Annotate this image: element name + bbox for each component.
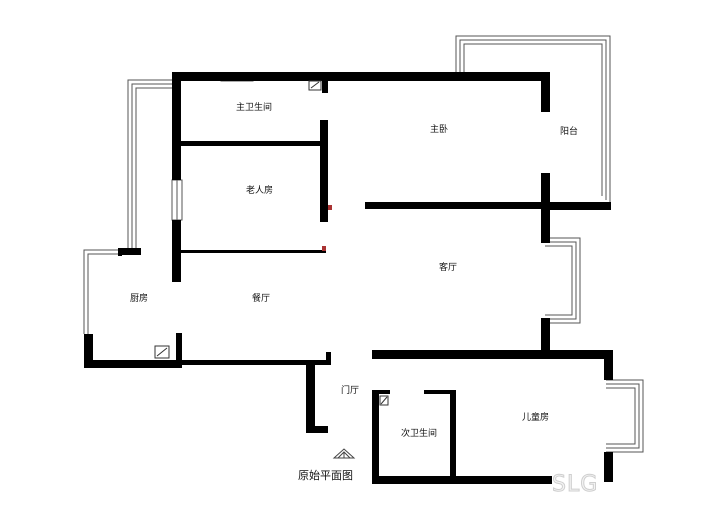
kitchen-window-bay — [83, 79, 172, 334]
label-master-bath: 主卫生间 — [236, 101, 272, 113]
room-labels: 主卫生间 主卧 阳台 老人房 客厅 厨房 餐厅 门厅 次卫生间 儿童房 — [130, 101, 578, 439]
plan-caption: 原始平面图 — [298, 448, 356, 482]
label-dining-room: 餐厅 — [252, 292, 270, 304]
wall-kitchen-left — [84, 334, 93, 368]
wall-bottom — [372, 476, 552, 484]
living-bay-window — [545, 237, 581, 324]
wall-elder-bottom — [181, 250, 326, 253]
walls — [84, 72, 613, 484]
wall-left-mid — [172, 220, 181, 282]
wall-kitchen-right — [176, 333, 182, 368]
plan-title: 原始平面图 — [298, 468, 353, 482]
wall-second-bath-top-right — [424, 390, 456, 394]
wall-balcony-bottom — [545, 202, 611, 210]
wall-second-bath-left — [372, 390, 379, 482]
label-elder-room: 老人房 — [246, 184, 273, 196]
label-foyer: 门厅 — [341, 384, 359, 396]
wall-foyer-bottom — [306, 426, 328, 433]
entrance-arrow-icon — [332, 448, 356, 459]
wall-right-upper — [541, 72, 550, 112]
thin-outlines — [83, 35, 644, 453]
wall-living-right-lower — [541, 318, 550, 358]
wall-master-bedroom-bottom — [365, 202, 550, 209]
wall-foyer-left — [306, 365, 315, 433]
marker-dot — [322, 246, 326, 251]
watermark: SLG — [552, 472, 598, 497]
balcony-railing — [455, 35, 611, 207]
fixtures — [154, 80, 389, 406]
wall-dining-stub — [326, 352, 331, 365]
wall-kids-top — [372, 350, 612, 359]
floor-drain-master-bath — [308, 80, 322, 91]
floor-drain-kitchen — [154, 345, 170, 359]
wall-second-bath-top — [372, 390, 390, 394]
label-kitchen: 厨房 — [130, 292, 148, 304]
wall-master-bath-bottom — [172, 141, 324, 146]
wall-kids-right — [604, 350, 613, 380]
wall-top — [172, 72, 550, 81]
label-balcony: 阳台 — [560, 125, 578, 137]
wall-bedroom-divider-top — [322, 81, 328, 93]
wall-left-upper — [172, 72, 181, 180]
label-kids-room: 儿童房 — [522, 411, 549, 423]
wall-bedroom-divider — [320, 120, 328, 222]
wall-second-bath-right — [450, 390, 456, 480]
wall-kitchen-top — [118, 248, 141, 255]
kids-bay-window — [606, 379, 644, 453]
wall-kids-right-lower — [604, 452, 613, 482]
wall-dining-bottom — [182, 360, 330, 365]
marker-dot-2 — [328, 205, 332, 210]
label-master-bedroom: 主卧 — [430, 123, 448, 135]
floor-drain-second-bath — [379, 395, 389, 406]
label-living-room: 客厅 — [439, 261, 457, 273]
wall-kitchen-bottom — [84, 360, 182, 368]
wall-left-short — [118, 250, 122, 256]
label-second-bath: 次卫生间 — [401, 427, 437, 439]
